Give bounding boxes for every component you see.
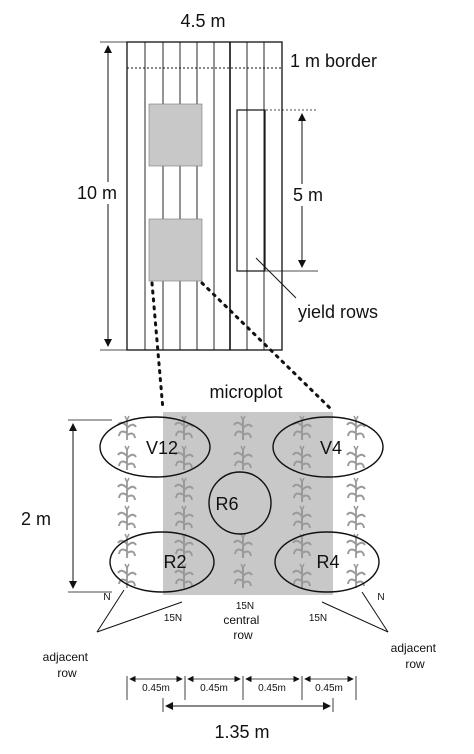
n-label-right: N bbox=[377, 592, 384, 603]
adjacent-pointer-right-b bbox=[321, 601, 389, 633]
microplot-title: microplot bbox=[209, 382, 282, 402]
plot-width-label: 4.5 m bbox=[180, 11, 225, 31]
adjacent-row-label-left: adjacent row bbox=[43, 650, 92, 680]
zone-label-r2: R2 bbox=[163, 552, 186, 572]
plot-outline bbox=[126, 41, 283, 351]
zone-v12 bbox=[99, 416, 211, 478]
zone-label-v12: V12 bbox=[146, 438, 178, 458]
microplot-shaded-area bbox=[163, 412, 333, 595]
row-spacing-dims bbox=[126, 675, 357, 700]
adjacent-row-label-right: adjacent row bbox=[391, 641, 440, 671]
border-label: 1 m border bbox=[290, 51, 377, 71]
zoom-line-left bbox=[150, 281, 165, 412]
zone-label-r6: R6 bbox=[215, 494, 238, 514]
yield-rows-pointer bbox=[255, 257, 297, 299]
yield-length-label: 5 m bbox=[293, 185, 323, 205]
spacing-label-3: 0.45m bbox=[258, 683, 286, 694]
yield-rows-label: yield rows bbox=[298, 302, 378, 322]
spacing-label-2: 0.45m bbox=[200, 683, 228, 694]
field-plot: 4.5 m 10 m 1 m border 5 m yield rows bbox=[72, 11, 378, 351]
n-label-left: N bbox=[103, 592, 110, 603]
total-width-label: 1.35 m bbox=[214, 722, 269, 742]
adjacent-pointer-right-a bbox=[361, 591, 389, 633]
microplot-area-lower bbox=[148, 218, 203, 282]
adjacent-pointer-left-a bbox=[96, 589, 125, 633]
plot-height-label: 10 m bbox=[77, 183, 117, 203]
zone-label-r4: R4 bbox=[316, 552, 339, 572]
microplot-detail: microplot V12 V4 R6 R2 R4 2 m 15N 15N 15… bbox=[12, 382, 440, 742]
zoom-line-right bbox=[200, 281, 334, 412]
plot-row-lines bbox=[144, 42, 265, 350]
microplot-height-label: 2 m bbox=[21, 509, 51, 529]
fert-label-center: 15N bbox=[236, 601, 254, 612]
zone-v4 bbox=[272, 416, 384, 478]
zone-r2 bbox=[109, 531, 215, 593]
yield-rows-box bbox=[236, 109, 266, 272]
fert-label-left: 15N bbox=[164, 613, 182, 624]
adjacent-pointer-left-b bbox=[96, 601, 183, 633]
zone-label-v4: V4 bbox=[320, 438, 342, 458]
zone-r6 bbox=[208, 471, 272, 535]
zone-r4 bbox=[274, 531, 380, 593]
spacing-label-4: 0.45m bbox=[315, 683, 343, 694]
fert-label-right: 15N bbox=[309, 613, 327, 624]
spacing-label-1: 0.45m bbox=[142, 683, 170, 694]
microplot-area-upper bbox=[148, 103, 203, 167]
central-row-label: central row bbox=[223, 613, 262, 642]
